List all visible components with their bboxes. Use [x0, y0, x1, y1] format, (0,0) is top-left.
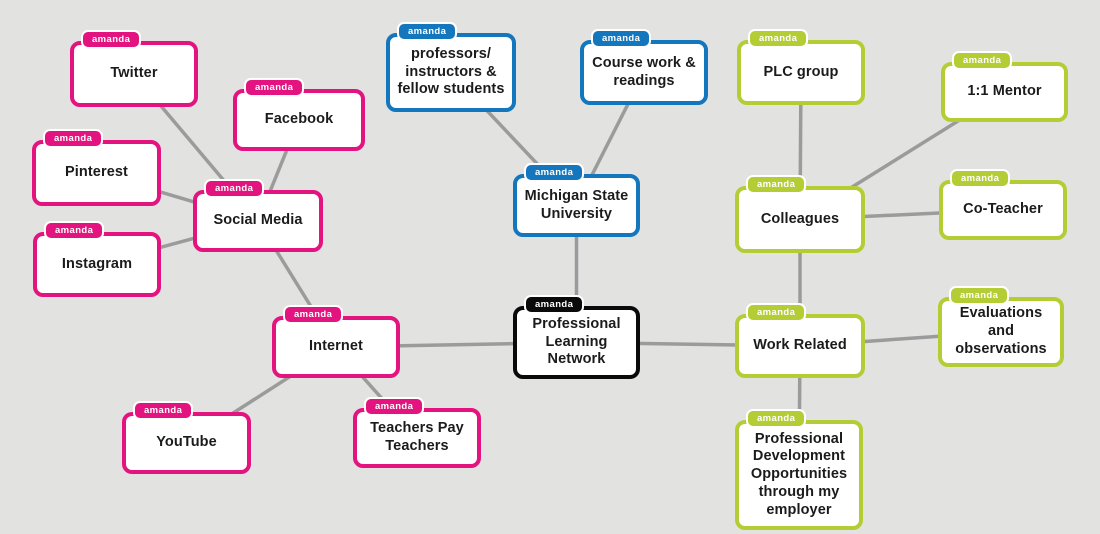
author-tag: amanda — [949, 286, 1010, 305]
node-label: Michigan State University — [524, 187, 629, 222]
author-tag: amanda — [397, 22, 458, 41]
author-tag: amanda — [950, 169, 1011, 188]
author-tag: amanda — [133, 401, 194, 420]
author-tag: amanda — [748, 29, 809, 48]
node-label: Co-Teacher — [963, 201, 1043, 218]
author-tag: amanda — [81, 30, 142, 49]
node-label: Work Related — [753, 337, 847, 354]
node-label: Professional Development Opportunities t… — [750, 430, 848, 518]
node-label: Pinterest — [65, 164, 128, 181]
author-tag: amanda — [952, 51, 1013, 70]
author-tag: amanda — [44, 221, 105, 240]
author-tag: amanda — [43, 129, 104, 148]
node-label: Social Media — [213, 212, 303, 229]
node-label: Course work & readings — [592, 54, 696, 89]
node-label: Twitter — [110, 65, 158, 82]
node-label: Internet — [309, 338, 363, 355]
author-tag: amanda — [204, 179, 265, 198]
node-label: Facebook — [264, 111, 334, 128]
author-tag: amanda — [244, 78, 305, 97]
node-label: Evaluations and observations — [955, 305, 1047, 357]
node-label: Instagram — [61, 255, 133, 272]
author-tag: amanda — [746, 303, 807, 322]
author-tag: amanda — [283, 305, 344, 324]
author-tag: amanda — [746, 175, 807, 194]
node-label: Professional Learning Network — [532, 315, 621, 368]
node-label: 1:1 Mentor — [967, 83, 1042, 100]
author-tag: amanda — [364, 397, 425, 416]
node-label: YouTube — [156, 434, 217, 451]
node-label: professors/ instructors & fellow student… — [397, 45, 505, 98]
node-mentor[interactable]: amanda 1:1 Mentor — [941, 51, 1068, 122]
author-tag: amanda — [746, 409, 807, 428]
node-professors[interactable]: amanda professors/ instructors & fellow s… — [386, 22, 516, 112]
author-tag: amanda — [524, 163, 585, 182]
author-tag: amanda — [524, 295, 585, 314]
author-tag: amanda — [591, 29, 652, 48]
node-label: Teachers Pay Teachers — [370, 420, 464, 454]
node-label: Colleagues — [760, 210, 840, 227]
node-label: PLC group — [763, 63, 839, 80]
